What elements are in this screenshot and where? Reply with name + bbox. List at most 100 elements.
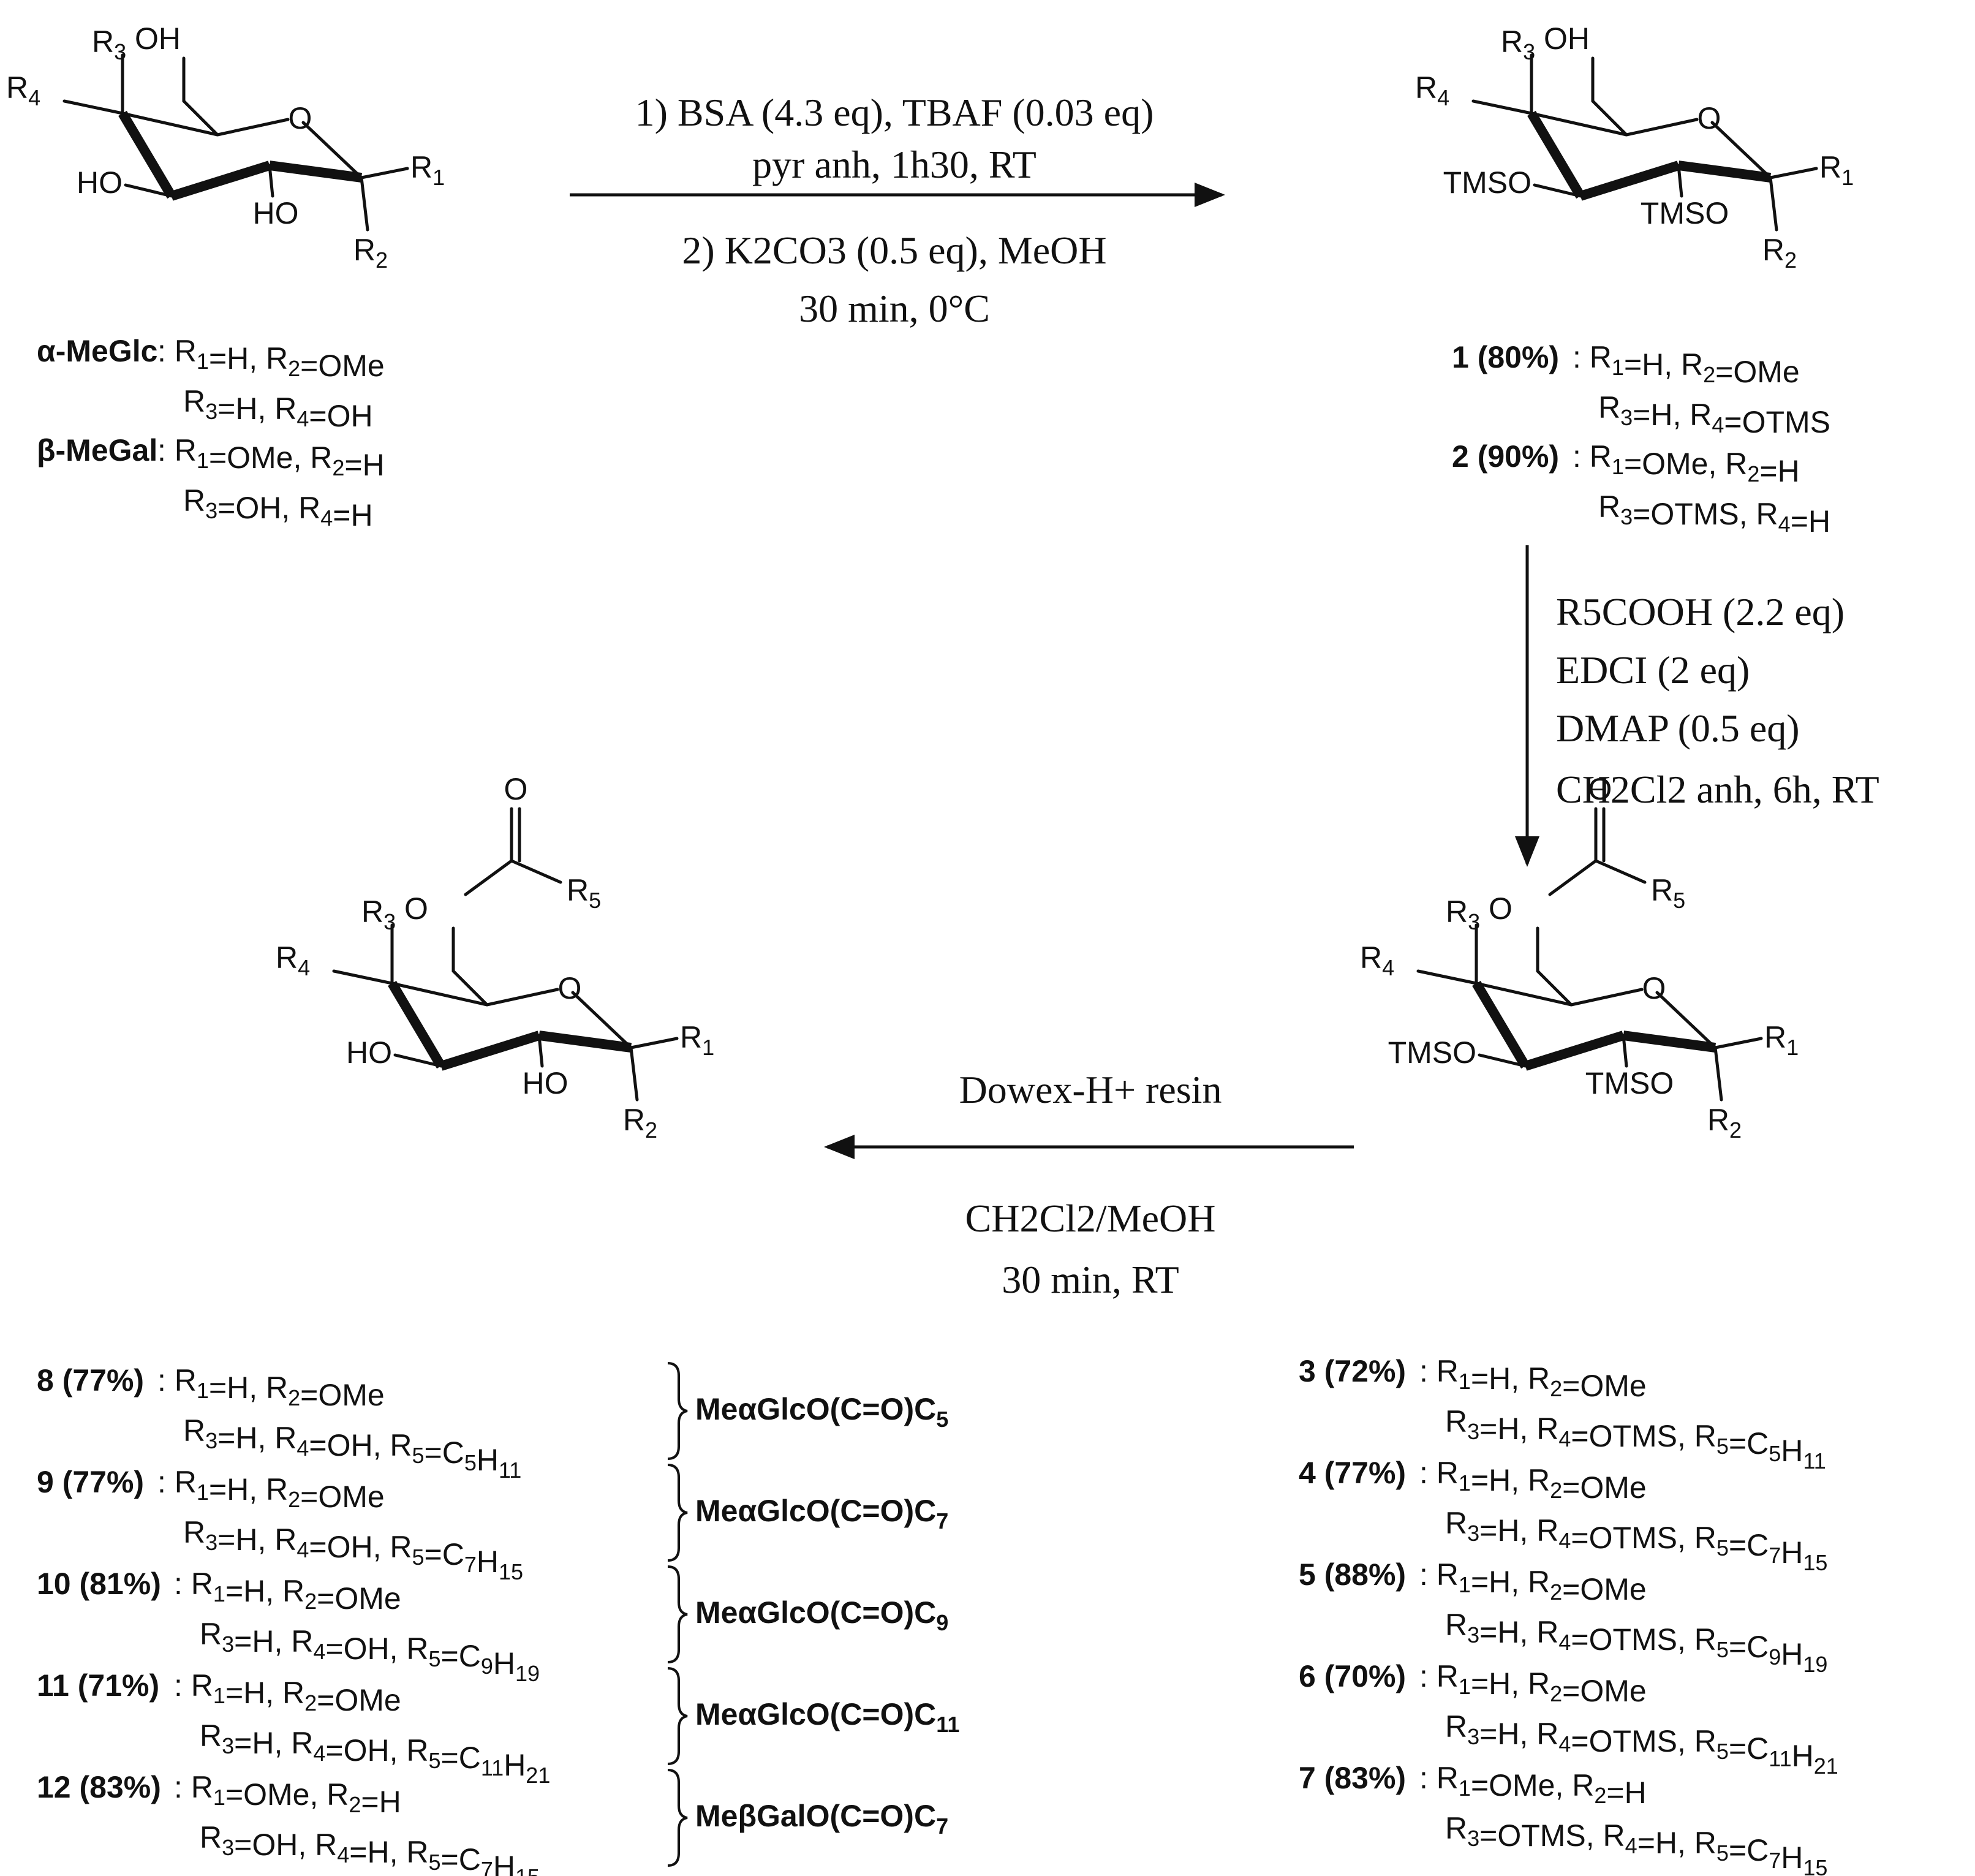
label-r1: R1 [680, 1020, 714, 1060]
label-ring-oxygen: O [1697, 101, 1721, 135]
label-r1: R1 [410, 150, 445, 190]
label-o2: TMSO [1641, 196, 1729, 230]
step3-line3: 30 min, RT [1002, 1258, 1179, 1301]
label-r2: R2 [1762, 233, 1797, 273]
label-r2: R2 [353, 233, 388, 273]
compound-line2: R3=H, R4=OTMS, R5=C11H21 [1445, 1709, 1838, 1779]
step2-line4: CH2Cl2 anh, 6h, RT [1556, 768, 1879, 811]
compound-id: 6 (70%) [1299, 1659, 1406, 1693]
label-ring-oxygen: O [558, 971, 582, 1005]
label-r5: R5 [567, 873, 601, 913]
compound-line1: : R1=H, R2=OMe [1419, 1456, 1647, 1505]
label-r4: R4 [6, 70, 40, 110]
compound-line2: R3=H, R4=OH, R5=C5H11 [183, 1413, 521, 1483]
compound-line1: : R1=H, R2=OMe [157, 334, 385, 383]
step2-line1: R5COOH (2.2 eq) [1556, 590, 1845, 634]
label-r4: R4 [276, 940, 310, 980]
compound-line2: R3=H, R4=OH, R5=C9H19 [200, 1617, 540, 1686]
label-r2: R2 [623, 1103, 657, 1143]
step1-line2: pyr anh, 1h30, RT [752, 143, 1037, 186]
compound-id: β-MeGal [37, 433, 157, 467]
compound-line2: R3=H, R4=OTMS, R5=C9H19 [1445, 1608, 1827, 1677]
compound-line1: : R1=H, R2=OMe [174, 1567, 401, 1616]
compound-line2: R3=OTMS, R4=H [1598, 490, 1830, 539]
step3-line1: Dowex-H+ resin [959, 1068, 1222, 1111]
compound-line1: : R1=OMe, R2=H [1573, 439, 1800, 488]
compound-id: 10 (81%) [37, 1567, 161, 1601]
label-o4: TMSO [1443, 165, 1531, 200]
label-o2: HO [253, 196, 299, 230]
compound-line1: : R1=H, R2=OMe [174, 1668, 401, 1717]
label-o4: HO [77, 165, 123, 200]
compound-id: 9 (77%) [37, 1465, 144, 1499]
product-brace [667, 1667, 688, 1765]
step2-line2: EDCI (2 eq) [1556, 648, 1750, 692]
label-r3: R3 [1501, 25, 1535, 64]
product-brace [667, 1362, 688, 1460]
step3-line2: CH2Cl2/MeOH [965, 1197, 1216, 1240]
step1-line4: 30 min, 0°C [799, 287, 990, 330]
compound-line2: R3=H, R4=OH [183, 384, 373, 433]
step1-line1: 1) BSA (4.3 eq), TBAF (0.03 eq) [635, 91, 1154, 134]
compound-id: 2 (90%) [1452, 439, 1559, 474]
label-o4: HO [346, 1035, 392, 1070]
compound-line1: : R1=OMe, R2=H [157, 433, 385, 482]
label-c6-oxygen: O [1489, 891, 1512, 926]
compound-id: 12 (83%) [37, 1770, 161, 1804]
label-ring-oxygen: O [1642, 971, 1666, 1005]
compound-line2: R3=H, R4=OH, R5=C7H15 [183, 1515, 523, 1584]
compound-id: 1 (80%) [1452, 340, 1559, 374]
compound-line1: : R1=H, R2=OMe [157, 1363, 385, 1412]
label-o4: TMSO [1388, 1035, 1476, 1070]
compound-line2: R3=H, R4=OTMS, R5=C5H11 [1445, 1404, 1826, 1473]
label-c6-oxygen: O [404, 891, 428, 926]
label-r3: R3 [1446, 895, 1480, 934]
label-o2: HO [523, 1066, 568, 1100]
label-c6-oxygen: OH [1544, 21, 1590, 56]
label-r5: R5 [1651, 873, 1685, 913]
compound-line2: R3=OH, R4=H, R5=C7H15 [200, 1820, 540, 1876]
label-r1: R1 [1819, 150, 1854, 190]
compound-id: 4 (77%) [1299, 1456, 1406, 1490]
product-short-name: MeαGlcO(C=O)C9 [695, 1595, 948, 1635]
compound-id: 3 (72%) [1299, 1354, 1406, 1388]
compound-line1: : R1=H, R2=OMe [1419, 1354, 1647, 1403]
label-c6-oxygen: OH [135, 21, 181, 56]
label-r2: R2 [1707, 1103, 1742, 1143]
label-ring-oxygen: O [289, 101, 312, 135]
compound-line2: R3=OTMS, R4=H, R5=C7H15 [1445, 1811, 1827, 1876]
compound-line2: R3=H, R4=OTMS, R5=C7H15 [1445, 1506, 1827, 1575]
compound-id: 7 (83%) [1299, 1761, 1406, 1795]
label-r3: R3 [92, 25, 126, 64]
label-r1: R1 [1764, 1020, 1799, 1060]
label-o2: TMSO [1585, 1066, 1674, 1100]
compound-line1: : R1=H, R2=OMe [1419, 1557, 1647, 1606]
compound-line1: : R1=OMe, R2=H [1419, 1761, 1647, 1810]
compound-line1: : R1=H, R2=OMe [1419, 1659, 1647, 1708]
step2-line3: DMAP (0.5 eq) [1556, 706, 1800, 750]
product-brace [667, 1769, 688, 1867]
product-short-name: MeαGlcO(C=O)C7 [695, 1494, 948, 1534]
compound-line1: : R1=OMe, R2=H [174, 1770, 401, 1819]
product-brace [667, 1464, 688, 1562]
label-r4: R4 [1360, 940, 1394, 980]
compound-line2: R3=H, R4=OTMS [1598, 390, 1830, 439]
compound-id: 11 (71%) [37, 1668, 159, 1703]
product-short-name: MeαGlcO(C=O)C11 [695, 1697, 959, 1737]
compound-id: 8 (77%) [37, 1363, 144, 1398]
product-short-name: MeαGlcO(C=O)C5 [695, 1392, 948, 1432]
compound-id: 5 (88%) [1299, 1557, 1406, 1592]
product-brace [667, 1565, 688, 1663]
compound-line2: R3=OH, R4=H [183, 483, 373, 532]
compound-line1: : R1=H, R2=OMe [157, 1465, 385, 1514]
compound-line2: R3=H, R4=OH, R5=C11H21 [200, 1719, 550, 1788]
compound-line1: : R1=H, R2=OMe [1573, 340, 1800, 389]
product-short-name: MeβGalO(C=O)C7 [695, 1799, 948, 1839]
